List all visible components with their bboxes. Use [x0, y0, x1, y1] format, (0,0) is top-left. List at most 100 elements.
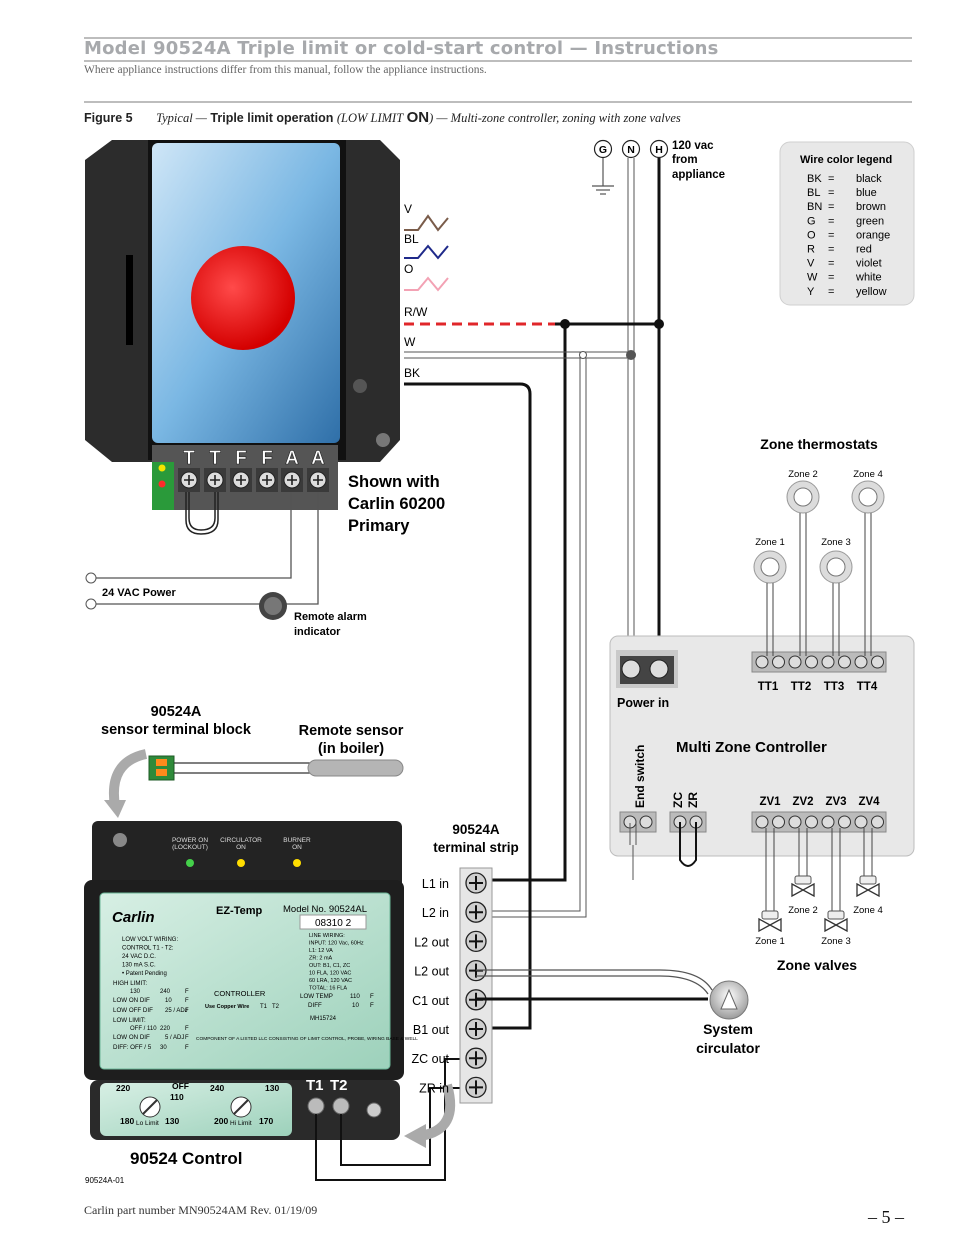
rating-right: L1: 12 VA [309, 948, 333, 954]
limit-unit: F [185, 1035, 189, 1041]
figure-caption: Figure 5 Typical — Triple limit operatio… [84, 109, 681, 126]
legend-color: orange [856, 229, 890, 241]
rating-right: 10 FLA, 120 VAC [309, 971, 351, 977]
figure-operation: Triple limit operation [210, 111, 334, 125]
primary-terminal-letter: T [209, 448, 221, 469]
lo-dial-tick: 220 [116, 1083, 130, 1093]
primary-terminal-letter: A [311, 448, 325, 469]
strip-terminal-label: L2 out [414, 935, 449, 949]
indicator-label: (LOCKOUT) [172, 844, 208, 851]
legend-eq: = [828, 215, 834, 227]
primary-terminal-letter: F [235, 448, 247, 469]
tt-screw-icon [838, 655, 851, 669]
legend-title: Wire color legend [800, 154, 892, 166]
rating-right: 60 LRA, 120 VAC [309, 978, 352, 984]
strip-title-1: 90524A [452, 822, 500, 837]
wire-label-o: O [404, 262, 413, 276]
lo-dial-tick: OFF [172, 1081, 189, 1091]
strip-terminal-label: L1 in [422, 877, 449, 891]
zv-label: ZV2 [792, 796, 813, 808]
limit-unit: F [185, 1008, 189, 1014]
zone-valve-icon [856, 882, 880, 898]
rating-right: TOTAL: 16 FLA [309, 986, 347, 992]
rating-left: 130 mA S.C. [122, 963, 156, 969]
indicator-label: CIRCULATOR [220, 837, 262, 844]
legend-eq: = [828, 286, 834, 298]
zv-screw-icon [821, 815, 835, 829]
footer-part-number: Carlin part number MN90524AM Rev. 01/19/… [84, 1203, 318, 1217]
legend-code: O [807, 229, 816, 241]
power-in-label: Power in [617, 696, 669, 710]
wire-label-rw: R/W [404, 305, 428, 319]
figure-low-limit: (LOW LIMIT [336, 111, 404, 125]
primary-terminal-letter: F [261, 448, 273, 469]
zv-screw-icon [772, 815, 785, 829]
valve-zone-label: Zone 4 [853, 905, 883, 916]
low-temp-value: 110 [350, 993, 360, 1000]
indicator-label: POWER ON [172, 837, 208, 844]
end-switch-screw-icon [639, 815, 653, 829]
terminal-n: N [627, 144, 635, 156]
legend-eq: = [828, 229, 834, 241]
legend-color: yellow [856, 286, 887, 298]
zone-valve-icon [824, 917, 848, 933]
t1-label: T1 [306, 1077, 324, 1094]
limit-value: 10 [165, 998, 172, 1004]
valve-zone-label: Zone 3 [821, 936, 851, 947]
wire-color-legend: Wire color legend BK=blackBL=blueBN=brow… [779, 141, 915, 306]
figure-label: Figure 5 [84, 111, 133, 125]
zone-valve-icon [791, 882, 815, 898]
alarm-label-1: Remote alarm [294, 611, 367, 623]
serial-number: 08310 2 [315, 918, 352, 929]
limit-label: LOW ON DIF [113, 997, 150, 1004]
tt-label: TT3 [824, 681, 844, 693]
tt-label: TT4 [857, 681, 878, 693]
wire-label-v: V [404, 202, 412, 216]
legend-color: white [855, 272, 882, 284]
legend-code: R [807, 244, 815, 256]
strip-terminal-label: B1 out [413, 1023, 450, 1037]
hi-dial-tick: 170 [259, 1116, 273, 1126]
model-number: Model No. 90524AL [283, 904, 367, 915]
shown-with-line-1: Shown with [348, 473, 440, 491]
limit-from: 130 [130, 989, 141, 995]
diff-unit: F [370, 1002, 374, 1009]
zv-screw-icon [838, 815, 851, 829]
lo-dial-tick: 180 [120, 1116, 134, 1126]
strip-terminal-label: L2 out [414, 965, 449, 979]
valve-zone-label: Zone 1 [755, 936, 785, 947]
legend-color: red [856, 244, 872, 256]
legend-code: BL [807, 187, 820, 199]
diff-label: DIFF [308, 1002, 322, 1009]
component-label: COMPONENT OF A LISTED LLC CONSISTING OF … [196, 1036, 418, 1042]
legend-code: BN [807, 201, 822, 213]
limit-unit: F [185, 1026, 189, 1032]
hi-dial-tick: 200 [214, 1116, 228, 1126]
ez-temp-label: EZ-Temp [216, 905, 263, 917]
tt-screw-icon [805, 655, 818, 669]
limit-from: OFF / 110 [130, 1026, 157, 1032]
legend-code: W [807, 272, 818, 284]
primary-terminal-letter: A [285, 448, 299, 469]
sensor-block-line-2: sensor terminal block [101, 722, 252, 738]
limit-to: 220 [160, 1026, 171, 1032]
zv-screw-icon [788, 815, 802, 829]
limit-label: DIFF: OFF / 5 [113, 1044, 152, 1051]
carlin-logo: Carlin [112, 909, 155, 926]
tt-screw-icon [755, 655, 769, 669]
tt-label: TT1 [758, 681, 779, 693]
legend-color: blue [856, 187, 877, 199]
strip-title-2: terminal strip [433, 840, 519, 855]
zr-label: ZR [686, 792, 700, 808]
figure-typical: Typical — [156, 111, 207, 125]
rating-left: 24 VAC D.C. [122, 954, 156, 960]
remote-sensor-probe [307, 759, 404, 777]
rating-left: CONTROL T1 - T2: [122, 946, 174, 952]
indicator-label: ON [236, 844, 246, 851]
page-title: Model 90524A Triple limit or cold-start … [84, 38, 719, 59]
legend-eq: = [828, 244, 834, 256]
wire-label-bk: BK [404, 366, 420, 380]
multi-zone-controller [609, 635, 915, 857]
limit-value: 5 / ADJ [165, 1035, 184, 1041]
remote-sensor-line-2: (in boiler) [318, 741, 384, 757]
